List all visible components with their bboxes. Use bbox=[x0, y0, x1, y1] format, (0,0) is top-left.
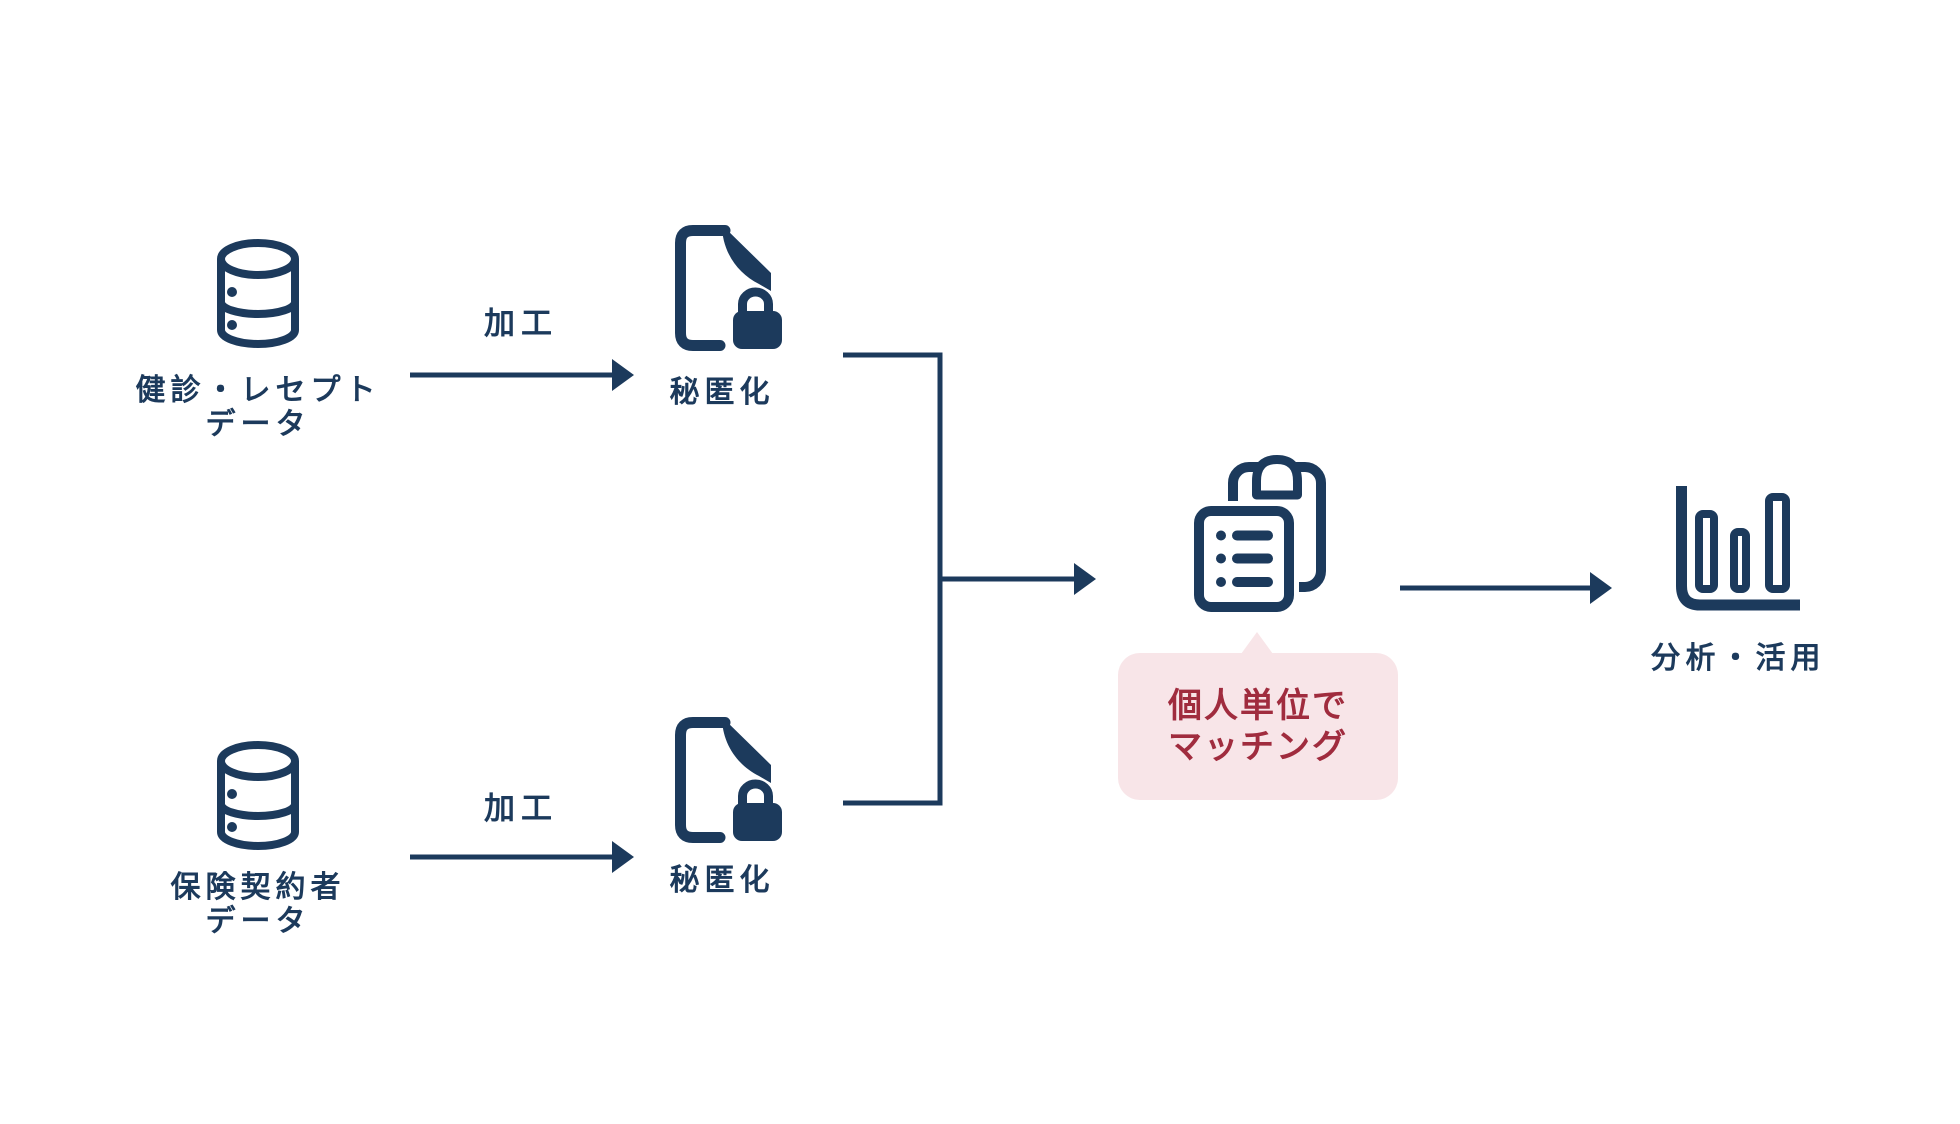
anonymize-top-label: 秘匿化 bbox=[669, 376, 775, 409]
callout-pointer bbox=[1241, 632, 1273, 654]
arrow-process-bottom bbox=[410, 841, 634, 873]
process-top-label: 加工 bbox=[484, 306, 558, 341]
arrow-merge-to-matching bbox=[938, 563, 1096, 595]
source-top-label-line1: 健診・レセプト bbox=[135, 374, 381, 407]
locked-document-icon bbox=[675, 717, 782, 843]
source-top-label: 健診・レセプト データ bbox=[58, 374, 458, 442]
locked-document-icon bbox=[675, 225, 782, 351]
merge-connector-line bbox=[843, 352, 943, 806]
arrow-matching-to-analysis bbox=[1400, 572, 1612, 604]
source-bottom-label-line2: データ bbox=[205, 905, 311, 938]
analysis-label: 分析・活用 bbox=[1650, 642, 1826, 675]
matching-callout-line1: 個人単位で bbox=[1168, 686, 1348, 725]
anonymize-bottom-label: 秘匿化 bbox=[669, 864, 775, 897]
matching-callout-line2: マッチング bbox=[1168, 727, 1348, 766]
database-icon bbox=[217, 741, 299, 850]
source-top-label-line2: データ bbox=[205, 408, 311, 441]
database-icon bbox=[217, 239, 299, 348]
matching-callout: 個人単位で マッチング bbox=[1118, 632, 1398, 800]
source-bottom-label-line1: 保険契約者 bbox=[170, 871, 346, 904]
arrow-process-top bbox=[410, 359, 634, 391]
source-bottom-label: 保険契約者 データ bbox=[58, 871, 458, 939]
matching-clipboard-icon bbox=[1189, 455, 1326, 617]
bar-chart-icon bbox=[1676, 486, 1800, 611]
process-bottom-label: 加工 bbox=[484, 791, 558, 826]
